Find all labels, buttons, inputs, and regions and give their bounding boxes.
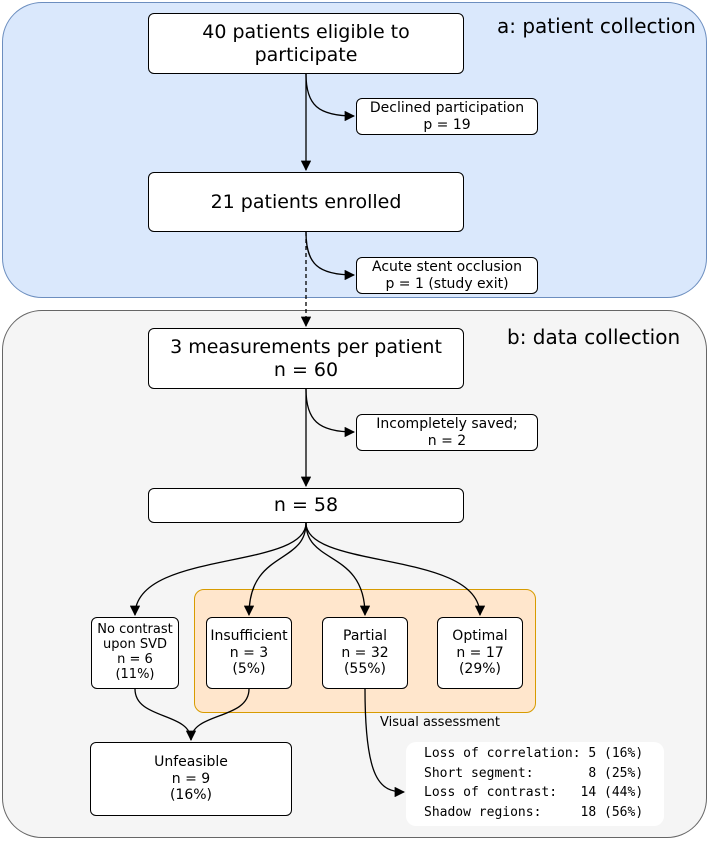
insufficient-line-3: (5%): [232, 661, 266, 678]
optimal-line-2: n = 17: [456, 644, 504, 661]
partial-line-3: (55%): [343, 661, 387, 678]
arrow-insufficient-to-unfeasible: [190, 688, 250, 741]
unfeasible-line-1: Unfeasible: [154, 754, 228, 771]
insufficient-line-1: Insufficient: [210, 628, 288, 645]
partial-line-1: Partial: [343, 628, 387, 645]
partial-reasons-box: Loss of correlation: 5 (16%) Short segme…: [406, 742, 664, 826]
declined-line-2: p = 19: [423, 116, 471, 133]
arrow-partial-to-reasons: [364, 688, 406, 798]
no-contrast-line-3: n = 6: [117, 652, 153, 667]
insufficient-line-2: n = 3: [229, 644, 269, 661]
visual-assessment-label: Visual assessment: [380, 715, 500, 730]
no-contrast-line-4: (11%): [115, 666, 155, 682]
data-collection-title: b: data collection: [507, 325, 681, 349]
arrow-to-no-contrast: [129, 522, 307, 617]
eligible-line-2: participate: [254, 43, 358, 66]
arrow-to-insufficient: [243, 522, 307, 617]
measurements-box: 3 measurements per patient n = 60: [148, 328, 464, 389]
unfeasible-line-2: n = 9: [171, 770, 211, 787]
declined-box: Declined participation p = 19: [356, 98, 538, 135]
reason-shadow-regions: Shadow regions: 18 (56%): [424, 804, 644, 820]
no-contrast-line-2: upon SVD: [103, 637, 167, 653]
n58-line-1: n = 58: [273, 494, 339, 517]
partial-line-2: n = 32: [341, 644, 389, 661]
measurements-line-1: 3 measurements per patient: [170, 336, 442, 359]
arrow-to-optimal: [305, 522, 486, 617]
stent-line-1: Acute stent occlusion: [371, 258, 522, 275]
declined-line-1: Declined participation: [369, 99, 525, 116]
incomplete-line-1: Incompletely saved;: [376, 415, 518, 432]
reason-loss-of-correlation: Loss of correlation: 5 (16%): [424, 746, 644, 761]
arrow-to-incomplete: [305, 388, 356, 438]
eligible-line-1: 40 patients eligible to: [202, 21, 410, 44]
stent-line-2: p = 1 (study exit): [385, 275, 509, 292]
no-contrast-box: No contrast upon SVD n = 6 (11%): [91, 617, 179, 689]
enrolled-box: 21 patients enrolled: [148, 172, 464, 232]
patient-collection-title: a: patient collection: [497, 14, 696, 38]
unfeasible-box: Unfeasible n = 9 (16%): [90, 742, 292, 816]
insufficient-box: Insufficient n = 3 (5%): [206, 617, 292, 689]
no-contrast-line-1: No contrast: [97, 622, 173, 638]
arrow-to-partial: [305, 522, 371, 617]
partial-box: Partial n = 32 (55%): [322, 617, 408, 689]
eligible-box: 40 patients eligible to participate: [148, 13, 464, 74]
incomplete-box: Incompletely saved; n = 2: [356, 414, 538, 451]
optimal-box: Optimal n = 17 (29%): [437, 617, 523, 689]
arrow-to-stent: [305, 231, 356, 281]
unfeasible-line-3: (16%): [169, 787, 213, 804]
measurements-line-2: n = 60: [273, 358, 339, 381]
optimal-line-3: (29%): [458, 661, 502, 678]
reason-short-segment: Short segment: 8 (25%): [424, 765, 644, 781]
stent-occlusion-box: Acute stent occlusion p = 1 (study exit): [356, 257, 538, 294]
arrow-no-contrast-to-unfeasible: [134, 688, 197, 742]
n58-box: n = 58: [148, 488, 464, 523]
incomplete-line-2: n = 2: [427, 432, 467, 449]
reason-loss-of-contrast: Loss of contrast: 14 (44%): [424, 785, 644, 800]
optimal-line-1: Optimal: [452, 628, 508, 645]
enrolled-line-1: 21 patients enrolled: [210, 190, 402, 213]
arrow-to-declined: [305, 73, 356, 122]
